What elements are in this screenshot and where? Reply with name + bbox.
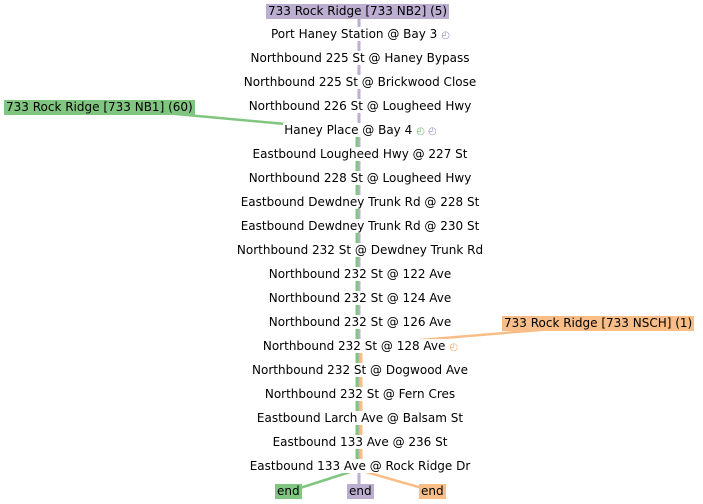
clock-icon: ◴ — [416, 126, 425, 137]
stop-row: Northbound 232 St @ 126 Ave — [0, 314, 703, 330]
route-label-nsch: 733 Rock Ridge [733 NSCH] (1) — [502, 316, 695, 331]
route-label-nb2: 733 Rock Ridge [733 NB2] (5) — [266, 4, 450, 19]
stop-row: Northbound 226 St @ Lougheed Hwy — [0, 98, 703, 114]
stop-name: Northbound 232 St @ 128 Ave — [261, 339, 447, 353]
stop-name: Northbound 232 St @ Dewdney Trunk Rd — [235, 243, 485, 257]
stop-row: Northbound 228 St @ Lougheed Hwy — [0, 170, 703, 186]
stop-row: Northbound 232 St @ 128 Ave◴ — [0, 338, 703, 354]
end-label-nb2: end — [347, 484, 374, 499]
stop-row: Haney Place @ Bay 4◴◴ — [0, 122, 703, 138]
stop-name: Eastbound Lougheed Hwy @ 227 St — [251, 147, 469, 161]
stop-name: Northbound 232 St @ 126 Ave — [267, 315, 453, 329]
connector-nb1-end — [299, 470, 351, 490]
route-label-nb1: 733 Rock Ridge [733 NB1] (60) — [4, 100, 195, 115]
end-label-nsch: end — [419, 484, 446, 499]
stop-row: Northbound 225 St @ Brickwood Close — [0, 74, 703, 90]
clock-icon: ◴ — [441, 30, 451, 41]
stop-row: Northbound 232 St @ Dewdney Trunk Rd — [0, 242, 703, 258]
stop-row: Eastbound Lougheed Hwy @ 227 St — [0, 146, 703, 162]
stop-name: Eastbound 133 Ave @ 236 St — [271, 435, 449, 449]
stop-row: Eastbound 133 Ave @ 236 St — [0, 434, 703, 450]
stop-row: Eastbound Dewdney Trunk Rd @ 228 St — [0, 194, 703, 210]
stop-name: Northbound 232 St @ Dogwood Ave — [251, 363, 469, 377]
stop-row: Northbound 232 St @ Fern Cres — [0, 386, 703, 402]
stop-name: Haney Place @ Bay 4 — [283, 123, 414, 137]
stop-name: Eastbound Dewdney Trunk Rd @ 228 St — [239, 195, 481, 209]
stop-name: Northbound 228 St @ Lougheed Hwy — [247, 171, 473, 185]
stop-name: Eastbound Larch Ave @ Balsam St — [255, 411, 465, 425]
stop-row: Northbound 232 St @ 124 Ave — [0, 290, 703, 306]
stop-name: Northbound 225 St @ Brickwood Close — [242, 75, 478, 89]
clock-icon: ◴ — [427, 126, 437, 137]
stop-row: Northbound 225 St @ Haney Bypass — [0, 50, 703, 66]
stop-name: Port Haney Station @ Bay 3 — [269, 27, 439, 41]
stop-row: Northbound 232 St @ Dogwood Ave — [0, 362, 703, 378]
stop-name: Northbound 225 St @ Haney Bypass — [249, 51, 471, 65]
stop-row: Northbound 232 St @ 122 Ave — [0, 266, 703, 282]
end-label-nb1: end — [275, 484, 302, 499]
stop-row: Eastbound 133 Ave @ Rock Ridge Dr — [0, 458, 703, 474]
clock-icon: ◴ — [449, 342, 459, 353]
connector-nsch-end — [365, 470, 423, 490]
connector-nsch-start — [419, 328, 541, 342]
stop-name: Northbound 232 St @ Fern Cres — [263, 387, 457, 401]
stop-name: Northbound 232 St @ 124 Ave — [267, 291, 453, 305]
stop-name: Eastbound Dewdney Trunk Rd @ 230 St — [239, 219, 481, 233]
stop-name: Eastbound 133 Ave @ Rock Ridge Dr — [248, 459, 472, 473]
stop-row: Eastbound Larch Ave @ Balsam St — [0, 410, 703, 426]
stop-row: Eastbound Dewdney Trunk Rd @ 230 St — [0, 218, 703, 234]
stop-row: Port Haney Station @ Bay 3◴ — [0, 26, 703, 42]
connector-nb1-start — [164, 111, 297, 127]
stop-name: Northbound 232 St @ 122 Ave — [267, 267, 453, 281]
stop-name: Northbound 226 St @ Lougheed Hwy — [247, 99, 473, 113]
